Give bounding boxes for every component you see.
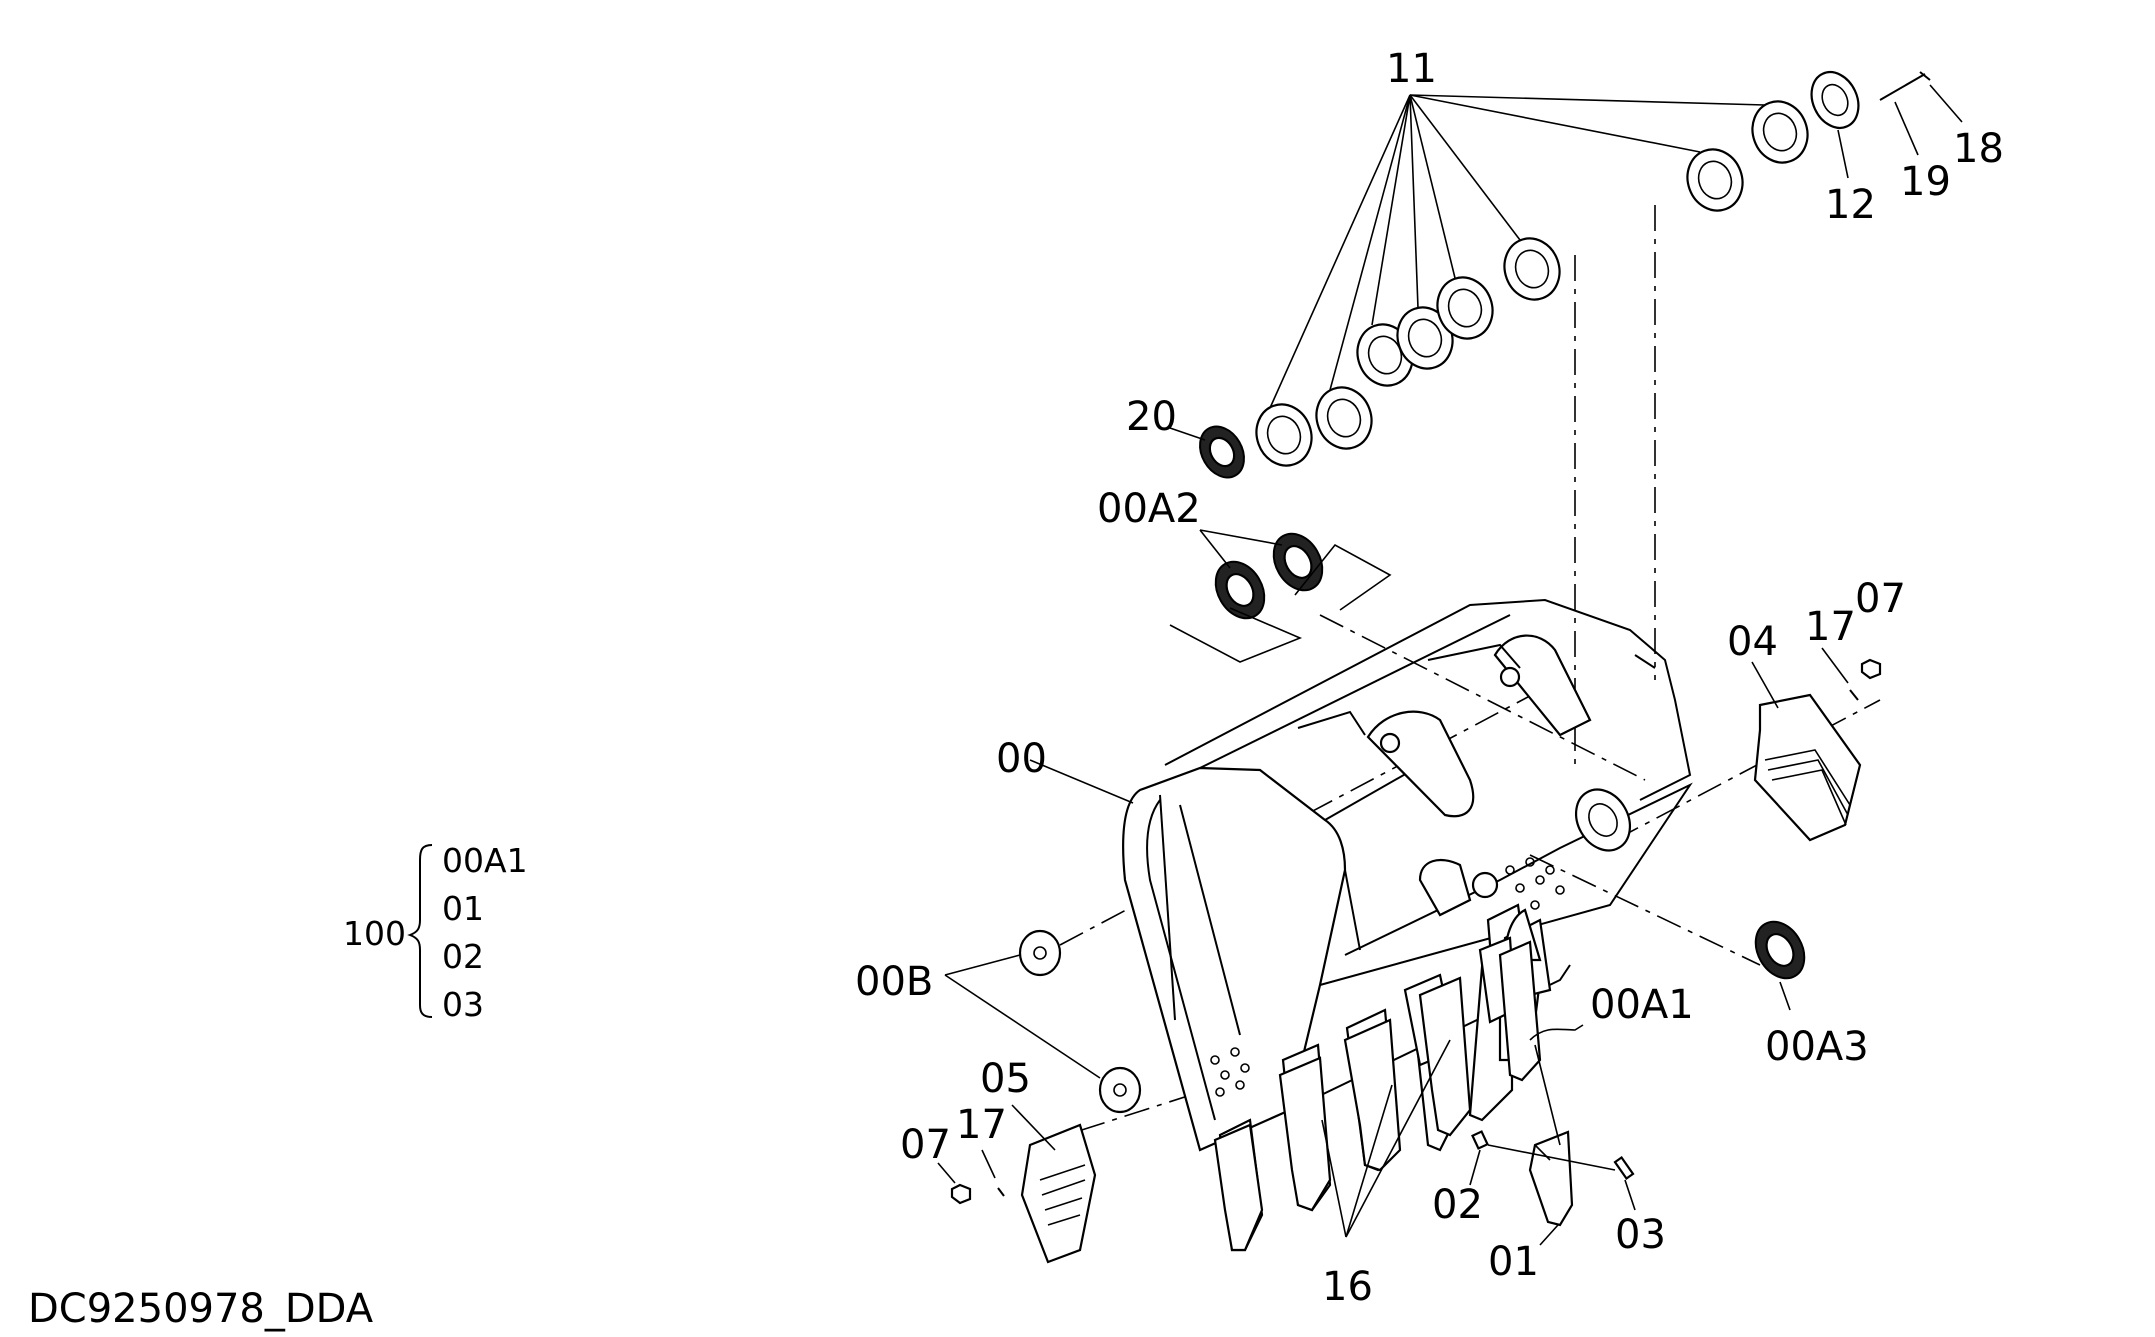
pin xyxy=(1471,1130,1489,1150)
callout-00A1: 00A1 xyxy=(1590,982,1694,1028)
callout-04: 04 xyxy=(1727,619,1778,665)
callout-00: 00 xyxy=(996,736,1047,782)
callout-18: 18 xyxy=(1953,126,2004,172)
bolt xyxy=(1879,71,1931,101)
shim-rings xyxy=(1255,100,1809,467)
bushing xyxy=(1754,920,1806,980)
callout-07-left: 07 xyxy=(900,1122,951,1168)
shim-ring xyxy=(1751,100,1809,164)
callout-02: 02 xyxy=(1432,1182,1483,1228)
callout-20: 20 xyxy=(1126,394,1177,440)
callout-19: 19 xyxy=(1900,159,1951,205)
boss xyxy=(1098,1066,1142,1114)
shim-ring xyxy=(1503,237,1561,301)
shim-ring xyxy=(1315,386,1373,450)
nut xyxy=(1860,658,1882,680)
shim-ring xyxy=(1255,403,1313,467)
assembly-item: 02 xyxy=(442,937,484,976)
callout-00B: 00B xyxy=(855,959,933,1005)
callout-17-right: 17 xyxy=(1805,604,1856,650)
assembly-bracket: 100 00A1 01 02 03 xyxy=(343,841,528,1024)
callout-01: 01 xyxy=(1488,1239,1539,1285)
drawing-code: DC9250978_DDA xyxy=(28,1286,374,1332)
leader-11 xyxy=(1269,94,1766,409)
assembly-item: 03 xyxy=(442,985,484,1024)
washer xyxy=(1810,71,1860,129)
seal xyxy=(1199,425,1245,479)
assembly-item: 00A1 xyxy=(442,841,528,880)
side-cutter xyxy=(1020,1123,1097,1264)
callout-12: 12 xyxy=(1825,182,1876,228)
callout-00A3: 00A3 xyxy=(1765,1024,1869,1070)
pin xyxy=(1613,1155,1635,1181)
tooth xyxy=(1528,1130,1574,1227)
side-cutter xyxy=(1753,693,1862,842)
callout-00A2: 00A2 xyxy=(1097,486,1201,532)
bucket xyxy=(1122,598,1693,1152)
callout-05: 05 xyxy=(980,1056,1031,1102)
bolt-holes xyxy=(1210,857,1565,1097)
nut xyxy=(950,1183,972,1205)
assembly-number: 100 xyxy=(343,914,406,953)
boss xyxy=(1018,929,1062,977)
callout-03: 03 xyxy=(1615,1212,1666,1258)
bushing xyxy=(1214,560,1266,620)
assembly-item: 01 xyxy=(442,889,484,928)
callout-16: 16 xyxy=(1322,1264,1373,1310)
callout-11: 11 xyxy=(1386,46,1437,92)
callout-07-right: 07 xyxy=(1855,576,1906,622)
shim-ring xyxy=(1396,306,1454,370)
shim-ring xyxy=(1436,276,1494,340)
shim-ring xyxy=(1686,148,1744,212)
callout-17-left: 17 xyxy=(956,1102,1007,1148)
bucket-teeth-detail xyxy=(1213,940,1542,1252)
